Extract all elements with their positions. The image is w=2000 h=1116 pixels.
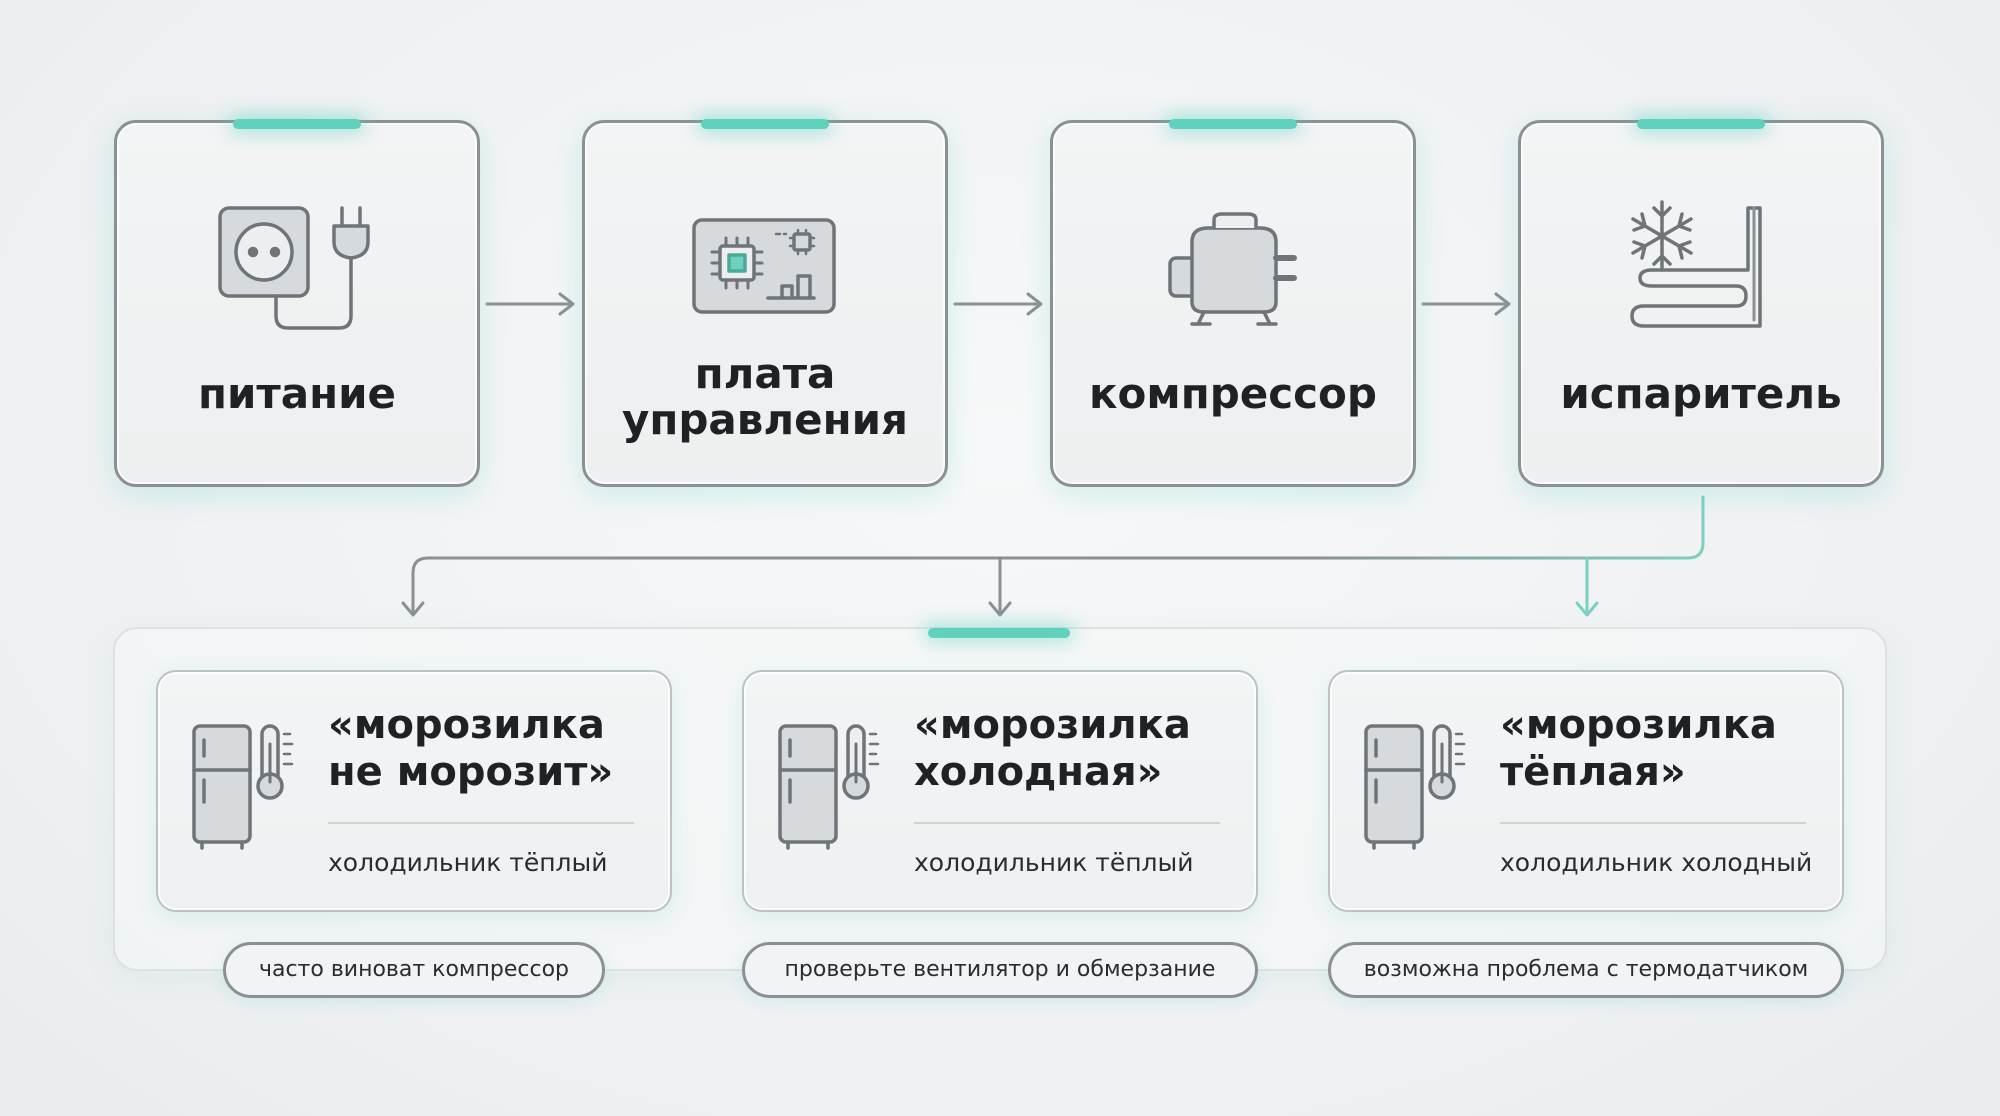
branch-arrow-left [401,601,425,617]
fridge-thermometer-icon [778,724,880,850]
card-accent-bar [233,119,361,129]
fridge-thermometer-icon [1364,724,1466,850]
arrow-board-to-compressor [953,292,1043,316]
arrow-power-to-board [485,292,575,316]
divider [328,822,634,824]
stage-label-line2: управления [621,395,909,444]
stage-label-control-board: плата управления [585,351,945,443]
snowflake-evaporator-coil-icon [1630,200,1762,328]
card-accent-bar [1637,119,1765,129]
stage-label-line1: плата [694,349,836,398]
symptom-title: «морозилка тёплая» [1500,702,1830,796]
compressor-icon [1168,212,1297,326]
divider [914,822,1220,824]
stage-card-compressor: компрессор [1050,119,1416,487]
fridge-thermometer-icon [192,724,294,850]
control-board-chip-icon [692,218,836,314]
arrow-compressor-to-evaporator [1421,292,1511,316]
stage-label-evaporator: испаритель [1560,369,1842,418]
symptom-card-freezer-warm: «морозилка тёплая» холодильник холодный [1328,670,1844,912]
symptom-title-line1: «морозилка [328,702,605,748]
branch-arrow-center [988,556,1012,617]
stage-card-evaporator: испаритель [1518,119,1884,487]
symptom-subtitle: холодильник тёплый [328,848,608,877]
card-accent-bar [1169,119,1297,129]
stage-label-power: питание [197,369,397,418]
panel-accent-bar [928,628,1070,638]
symptom-subtitle: холодильник тёплый [914,848,1194,877]
symptom-title-line2: не морозит» [328,749,614,795]
symptom-card-freezer-not-freezing: «морозилка не морозит» холодильник тёплы… [156,670,672,912]
symptom-title: «морозилка не морозит» [328,702,658,796]
stage-card-control-board: плата управления [582,119,948,487]
symptom-title: «морозилка холодная» [914,702,1244,796]
hint-pill-fan-icing: проверьте вентилятор и обмерзание [742,942,1258,998]
symptom-card-freezer-cold: «морозилка холодная» холодильник тёплый [742,670,1258,912]
hint-pill-compressor: часто виноват компрессор [223,942,605,998]
divider [1500,822,1806,824]
symptom-title-line1: «морозилка [914,702,1191,748]
branch-bus-line [411,495,1705,616]
symptom-title-line2: холодная» [914,749,1163,795]
hint-pill-thermosensor: возможна проблема с термодатчиком [1328,942,1844,998]
stage-label-compressor: компрессор [1089,369,1377,418]
branch-arrow-right [1575,556,1599,617]
power-socket-plug-icon [218,206,370,330]
symptom-subtitle: холодильник холодный [1500,848,1813,877]
stage-card-power: питание [114,119,480,487]
card-accent-bar [701,119,829,129]
symptom-title-line2: тёплая» [1500,749,1686,795]
symptom-title-line1: «морозилка [1500,702,1777,748]
